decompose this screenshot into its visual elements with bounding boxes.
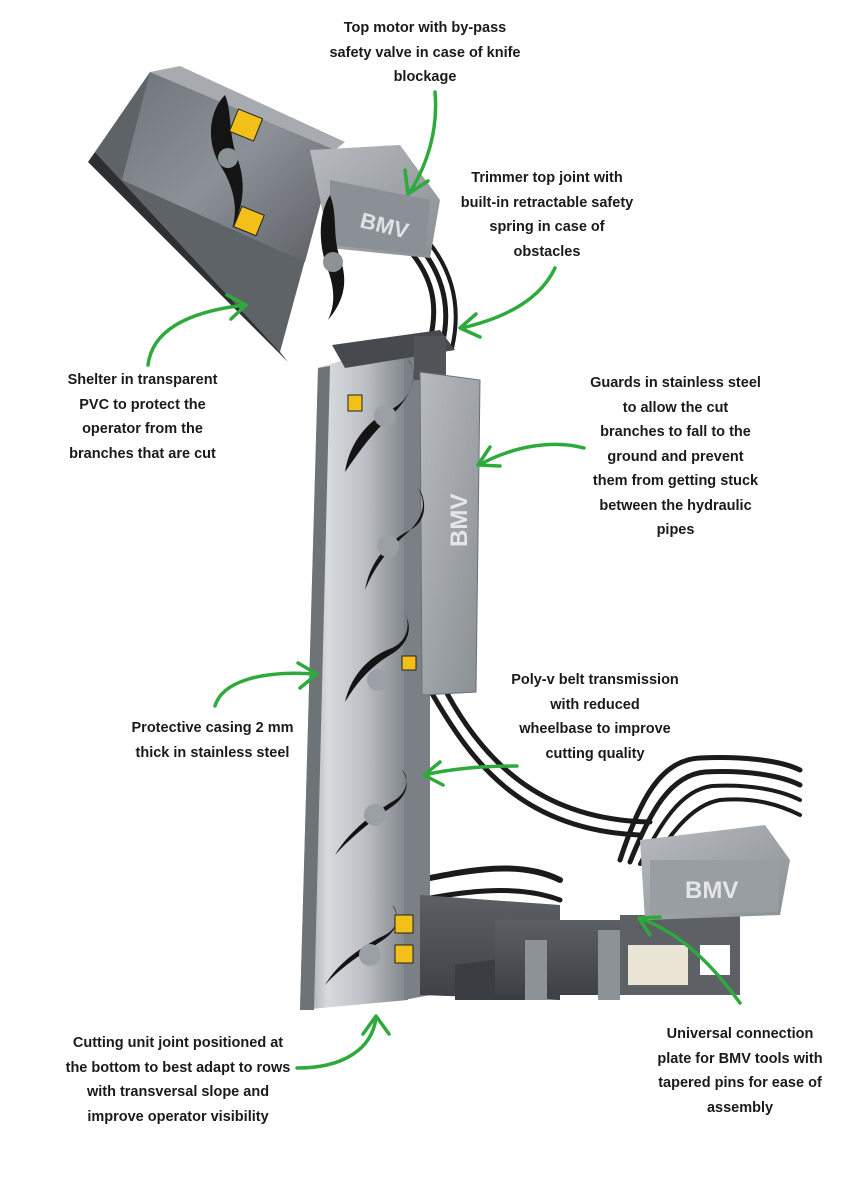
brand-logo-bottom: BMV bbox=[685, 877, 738, 904]
callout-line: Top motor with by-pass bbox=[343, 20, 507, 36]
knife-column-5 bbox=[325, 905, 398, 985]
callout-top-joint: Trimmer top joint with built-in retracta… bbox=[442, 166, 652, 264]
callout-connection-plate: Universal connection plate for BMV tools… bbox=[640, 1022, 840, 1120]
arrow-guards bbox=[476, 442, 586, 468]
arrow-top-motor bbox=[403, 90, 438, 196]
arrow-belt bbox=[422, 760, 519, 787]
callout-line: with reduced bbox=[550, 696, 640, 713]
callout-line: obstacles bbox=[513, 243, 581, 260]
arrow-top-joint bbox=[458, 266, 557, 339]
callout-line: Shelter in transparent bbox=[67, 372, 218, 388]
callout-line: tapered pins for ease of bbox=[658, 1075, 822, 1091]
callout-line: wheelbase to improve bbox=[519, 721, 671, 737]
callout-line: ground and prevent bbox=[607, 448, 744, 465]
callout-line: spring in case of bbox=[489, 219, 605, 235]
callout-belt: Poly-v belt transmission with reduced wh… bbox=[495, 668, 695, 766]
callout-line: pipes bbox=[656, 522, 695, 538]
callout-line: Poly-v belt transmission bbox=[511, 672, 679, 688]
callout-line: with transversal slope and bbox=[86, 1084, 270, 1100]
callout-line: branches that are cut bbox=[69, 445, 216, 462]
callout-line: to allow the cut bbox=[622, 399, 729, 416]
callout-line: assembly bbox=[706, 1099, 774, 1116]
knife-column-4 bbox=[335, 770, 407, 855]
knife-column-2 bbox=[365, 488, 425, 590]
callout-line: the bottom to best adapt to rows bbox=[65, 1059, 291, 1076]
callout-guards: Guards in stainless steel to allow the c… bbox=[573, 371, 778, 543]
callout-line: Trimmer top joint with bbox=[471, 170, 623, 186]
callout-line: improve operator visibility bbox=[87, 1108, 269, 1125]
top-motor-housing: BMV bbox=[310, 145, 440, 258]
knife-column-3 bbox=[345, 612, 409, 702]
callout-line: Protective casing 2 mm bbox=[131, 720, 294, 736]
callout-line: safety valve in case of knife bbox=[329, 44, 521, 61]
top-joint bbox=[332, 330, 455, 380]
lower-frame bbox=[420, 895, 740, 1000]
callout-line: cutting quality bbox=[545, 745, 645, 762]
callout-line: thick in stainless steel bbox=[135, 744, 290, 761]
callout-line: built-in retractable safety bbox=[460, 194, 634, 211]
callout-top-motor: Top motor with by-pass safety valve in c… bbox=[300, 16, 550, 90]
knife-shelter-1 bbox=[210, 95, 243, 228]
arrow-bottom-joint bbox=[295, 1014, 391, 1070]
arrow-connection-plate bbox=[637, 915, 742, 1005]
arrow-shelter bbox=[146, 293, 248, 367]
brand-logo-guard: BMV bbox=[446, 494, 473, 547]
callout-arrows bbox=[146, 90, 742, 1070]
callout-line: branches to fall to the bbox=[600, 424, 751, 440]
callout-casing: Protective casing 2 mm thick in stainles… bbox=[120, 716, 305, 765]
callout-shelter: Shelter in transparent PVC to protect th… bbox=[50, 368, 235, 466]
bottom-motor-housing: BMV bbox=[640, 825, 790, 920]
callout-line: Universal connection bbox=[666, 1026, 814, 1042]
knife-shelter-2 bbox=[320, 195, 345, 320]
callout-bottom-joint: Cutting unit joint positioned at the bot… bbox=[48, 1031, 308, 1129]
knife-column-1 bbox=[345, 360, 414, 472]
callout-line: PVC to protect the bbox=[79, 396, 206, 413]
knives bbox=[210, 95, 425, 985]
callout-line: them from getting stuck bbox=[592, 473, 759, 489]
callout-line: plate for BMV tools with bbox=[657, 1050, 823, 1067]
callout-line: operator from the bbox=[82, 421, 203, 437]
callout-line: blockage bbox=[393, 69, 457, 85]
callout-line: between the hydraulic bbox=[599, 497, 752, 514]
callout-line: Cutting unit joint positioned at bbox=[72, 1035, 284, 1051]
arrow-casing bbox=[213, 661, 319, 708]
callout-line: Guards in stainless steel bbox=[590, 375, 761, 391]
guard-plate: BMV bbox=[419, 371, 481, 696]
